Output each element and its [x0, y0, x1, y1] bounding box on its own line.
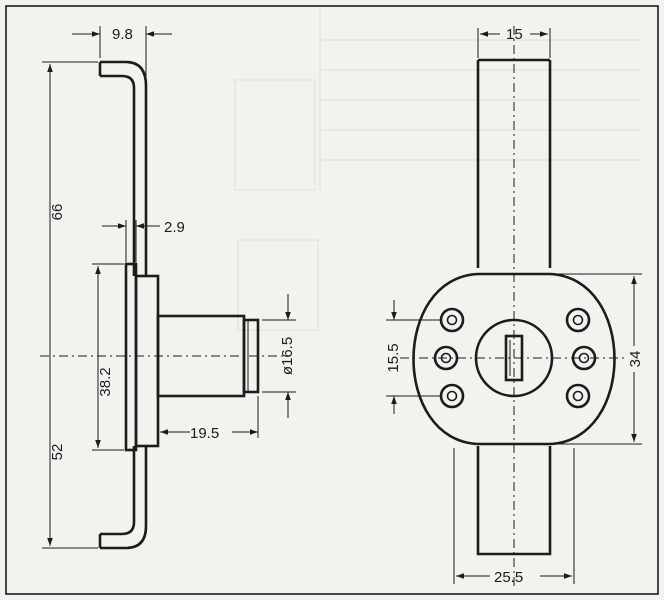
- lower-bar: [476, 446, 552, 556]
- keyway: [504, 334, 524, 382]
- hole-mid-left: [433, 345, 459, 371]
- flange-plate: [124, 262, 138, 452]
- hole-mid-right: [571, 345, 597, 371]
- hole-top-left: [439, 307, 465, 333]
- dim-top-width: 9.8: [112, 26, 133, 43]
- lock-body: [412, 272, 616, 446]
- strap-upper-inner: [100, 74, 136, 276]
- hole-top-right: [565, 307, 591, 333]
- dim-height-lower: 52: [49, 444, 66, 461]
- dim-shaft-diameter: ø16.5: [279, 337, 296, 375]
- strap-lower-outer: [100, 446, 148, 550]
- dim-shaft-length: 19.5: [190, 425, 219, 442]
- background-bleedthrough: [234, 10, 640, 331]
- hole-bottom-left: [439, 383, 465, 409]
- dim-hole-spacing: 15.5: [385, 343, 402, 372]
- cylinder-face: [242, 318, 260, 394]
- dim-bar-width-bottom: 25.5: [494, 569, 523, 586]
- strap-upper-outer: [100, 60, 148, 276]
- drawing-border: [5, 5, 659, 595]
- hole-bottom-right: [565, 383, 591, 409]
- housing-body: [134, 274, 160, 448]
- front-view: 15 15.5 34 25.5: [385, 26, 644, 590]
- upper-bar: [476, 58, 552, 268]
- dim-plate-thickness: 2.9: [164, 219, 185, 236]
- cylinder-circle: [474, 318, 554, 398]
- dim-bar-width-top: 15: [506, 26, 523, 43]
- dim-body-height: 34: [627, 351, 644, 368]
- dim-height-upper: 66: [49, 204, 66, 221]
- side-view: 9.8 66 52 2.9 38.2 19.5 ø16.5: [40, 26, 296, 550]
- strap-lower-inner: [100, 446, 136, 536]
- dim-flange-height: 38.2: [97, 367, 114, 396]
